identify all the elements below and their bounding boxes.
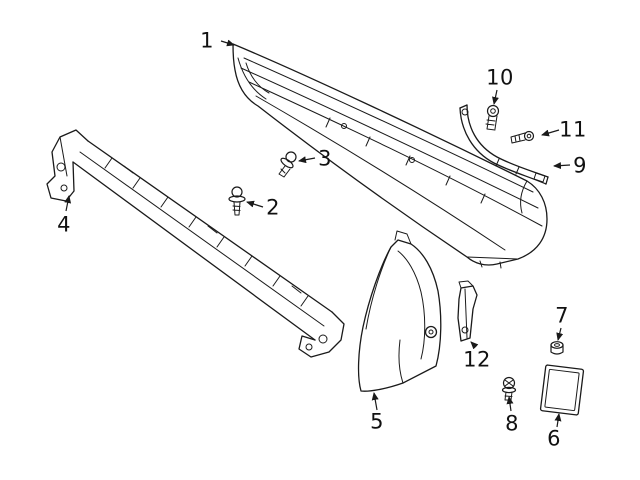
part-bumper-cover [232, 43, 548, 269]
fastener-screw-center [278, 151, 297, 178]
part-mounting-plate [539, 364, 585, 416]
callout-label-12: 12 [463, 347, 491, 372]
part-impact-bar [46, 129, 345, 358]
fastener-screw-lower [501, 376, 517, 401]
callout-leader-lines [64, 39, 571, 428]
callout-label-8: 8 [505, 411, 519, 436]
callout-label-5: 5 [370, 409, 384, 434]
part-side-bracket [459, 104, 549, 185]
callout-label-3: 3 [318, 146, 332, 171]
callout-label-11: 11 [559, 117, 587, 142]
callout-label-6: 6 [547, 426, 561, 451]
part-corner-piece [357, 230, 442, 392]
fastener-bolt-washer [228, 186, 246, 216]
callout-label-10: 10 [486, 65, 514, 90]
callout-label-9: 9 [573, 153, 587, 178]
part-small-bracket [457, 280, 478, 342]
callout-label-2: 2 [266, 195, 280, 220]
callout-label-1: 1 [200, 28, 214, 53]
callout-label-4: 4 [57, 212, 71, 237]
fastener-screw-right [510, 130, 535, 144]
fastener-clip-nut [550, 341, 564, 355]
fastener-bolt-upper [485, 104, 500, 131]
callout-label-7: 7 [555, 303, 569, 328]
